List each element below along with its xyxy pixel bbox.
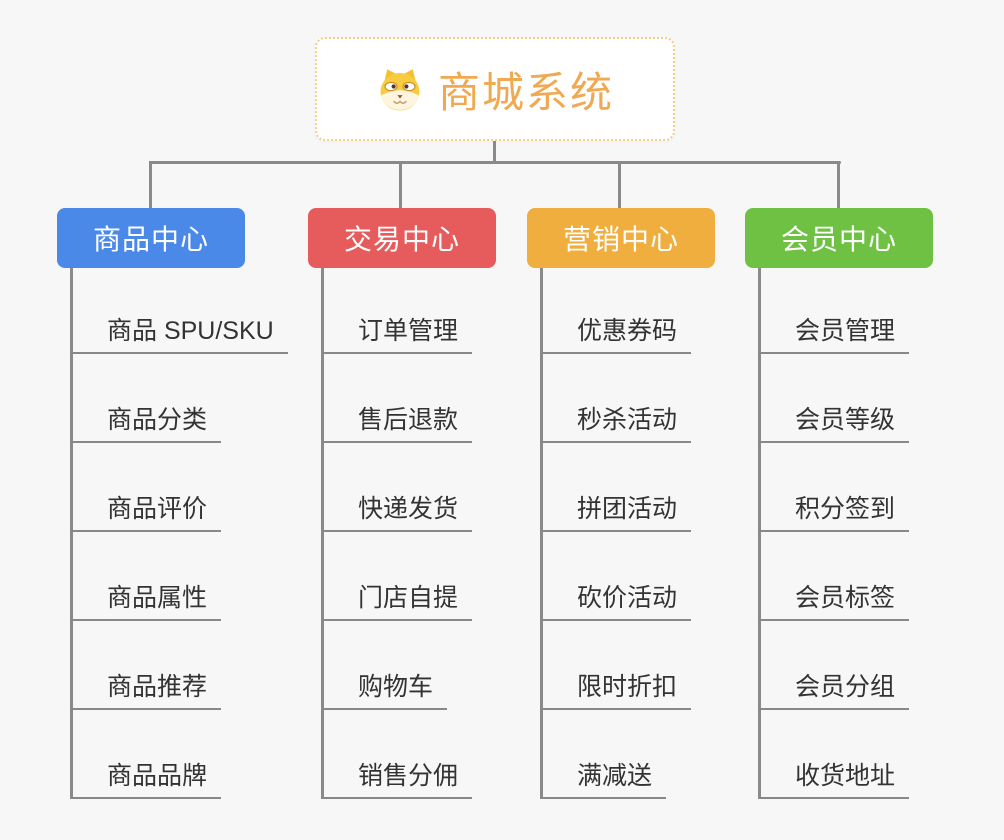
leaf-topic[interactable]: 拼团活动 <box>541 494 692 532</box>
branch-trunk-line <box>321 268 324 799</box>
root-topic[interactable]: 商城系统 <box>315 37 675 141</box>
leaf-topic[interactable]: 会员管理 <box>759 316 910 354</box>
leaf-topic[interactable]: 销售分佣 <box>322 761 473 799</box>
dog-face-icon <box>376 67 424 112</box>
branch-topic-label: 营销中心 <box>562 224 679 255</box>
leaf-topic[interactable]: 快递发货 <box>322 494 473 532</box>
leaf-topic[interactable]: 商品品牌 <box>71 761 222 799</box>
leaf-topic[interactable]: 砍价活动 <box>541 583 692 621</box>
connector-drop-line <box>149 161 152 209</box>
leaf-topic[interactable]: 门店自提 <box>322 583 473 621</box>
branch-topic-label: 会员中心 <box>780 224 897 255</box>
leaf-topic[interactable]: 商品 SPU/SKU <box>71 316 288 354</box>
branch-topic-label: 交易中心 <box>343 224 460 255</box>
connector-drop-line <box>837 161 840 209</box>
connector-root-stub <box>493 141 496 163</box>
leaf-topic[interactable]: 收货地址 <box>759 761 910 799</box>
branch-column-products: 商品中心 商品 SPU/SKU 商品分类商品评价商品属性商品推荐商品品牌 <box>57 208 307 808</box>
connector-drop-line <box>399 161 402 209</box>
leaf-topic[interactable]: 会员标签 <box>759 583 910 621</box>
leaf-topic[interactable]: 秒杀活动 <box>541 405 692 443</box>
leaf-topic[interactable]: 限时折扣 <box>541 672 692 710</box>
branch-topic-trade[interactable]: 交易中心 <box>308 208 496 268</box>
connector-bus-line <box>149 161 841 164</box>
branch-topic-products[interactable]: 商品中心 <box>57 208 245 268</box>
leaf-topic[interactable]: 会员等级 <box>759 405 910 443</box>
branch-trunk-line <box>540 268 543 799</box>
branch-column-marketing: 营销中心 优惠券码秒杀活动拼团活动砍价活动限时折扣满减送 <box>527 208 777 808</box>
leaf-topic[interactable]: 满减送 <box>541 761 667 799</box>
leaf-topic[interactable]: 积分签到 <box>759 494 910 532</box>
leaf-topic[interactable]: 商品推荐 <box>71 672 222 710</box>
leaf-topic[interactable]: 商品属性 <box>71 583 222 621</box>
connector-drop-line <box>618 161 621 209</box>
branch-trunk-line <box>70 268 73 799</box>
root-topic-label: 商城系统 <box>437 68 614 116</box>
leaf-topic[interactable]: 优惠券码 <box>541 316 692 354</box>
branch-column-trade: 交易中心 订单管理售后退款快递发货门店自提购物车销售分佣 <box>308 208 558 808</box>
branch-topic-marketing[interactable]: 营销中心 <box>527 208 715 268</box>
branch-topic-label: 商品中心 <box>92 224 209 255</box>
leaf-topic[interactable]: 售后退款 <box>322 405 473 443</box>
leaf-topic[interactable]: 商品分类 <box>71 405 222 443</box>
leaf-topic[interactable]: 购物车 <box>322 672 448 710</box>
leaf-topic[interactable]: 订单管理 <box>322 316 473 354</box>
branch-trunk-line <box>758 268 761 799</box>
leaf-topic[interactable]: 会员分组 <box>759 672 910 710</box>
branch-topic-members[interactable]: 会员中心 <box>745 208 933 268</box>
leaf-topic[interactable]: 商品评价 <box>71 494 222 532</box>
branch-column-members: 会员中心 会员管理会员等级积分签到会员标签会员分组收货地址 <box>745 208 995 808</box>
